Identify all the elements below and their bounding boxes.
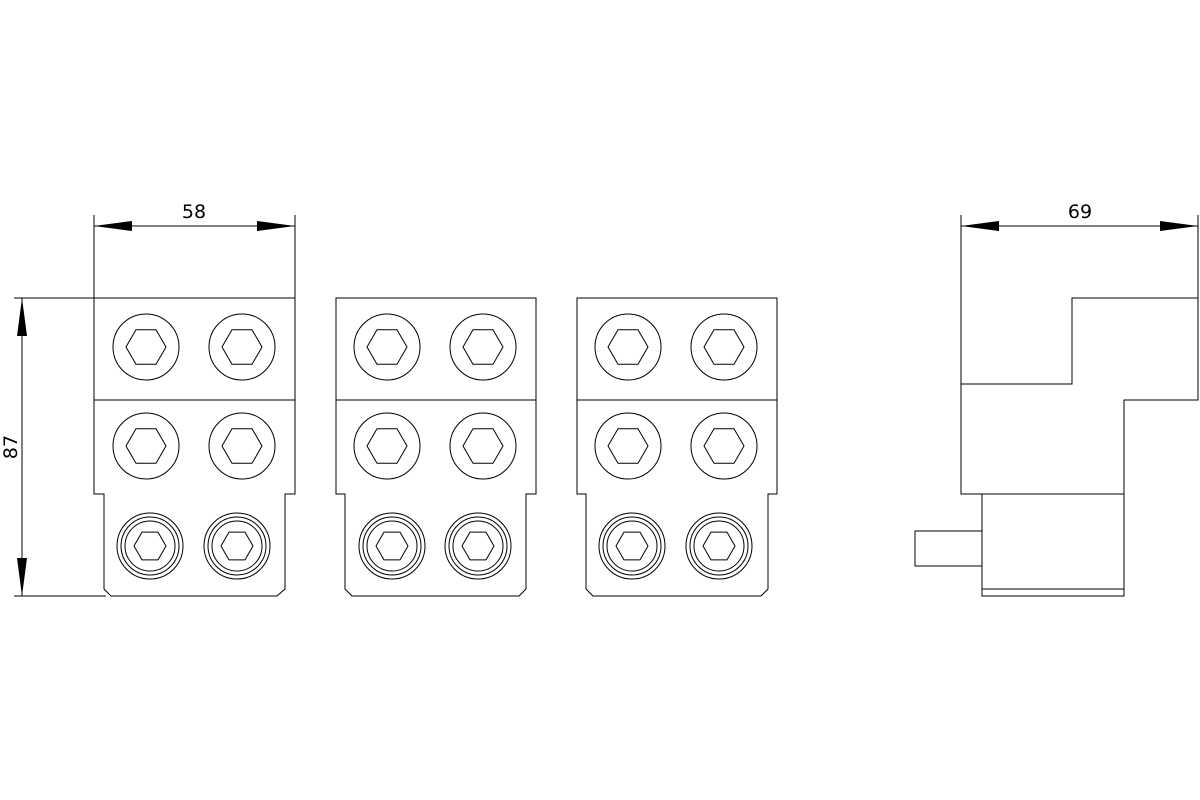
dimension-label-69: 69 xyxy=(1068,201,1092,223)
screw-2-4 xyxy=(449,412,517,480)
screw-3-2 xyxy=(690,313,758,381)
screw-3-1 xyxy=(594,313,662,381)
dimension-label-58: 58 xyxy=(182,201,206,223)
screw-1-2 xyxy=(208,313,276,381)
dimension-depth-side: 69 xyxy=(960,201,1199,384)
terminal-block-2 xyxy=(335,297,537,597)
dimension-height-front: 87 xyxy=(0,297,106,597)
screw-3-5 xyxy=(598,512,666,580)
screw-3-4 xyxy=(690,412,758,480)
side-view-stud xyxy=(914,530,983,567)
screw-3-3 xyxy=(594,412,662,480)
screw-1-4 xyxy=(208,412,276,480)
screw-1-5 xyxy=(116,512,184,580)
side-view xyxy=(914,297,1199,597)
screw-2-3 xyxy=(353,412,421,480)
screw-2-5 xyxy=(358,512,426,580)
screw-1-3 xyxy=(112,412,180,480)
screw-2-1 xyxy=(353,313,421,381)
screw-2-6 xyxy=(444,512,512,580)
terminal-block-3 xyxy=(576,297,778,597)
terminal-block-1 xyxy=(93,297,296,597)
screw-1-1 xyxy=(112,313,180,381)
screw-2-2 xyxy=(449,313,517,381)
dimension-width-front: 58 xyxy=(93,201,296,298)
screw-3-6 xyxy=(685,512,753,580)
dimension-label-87: 87 xyxy=(0,435,22,459)
screw-1-6 xyxy=(203,512,271,580)
